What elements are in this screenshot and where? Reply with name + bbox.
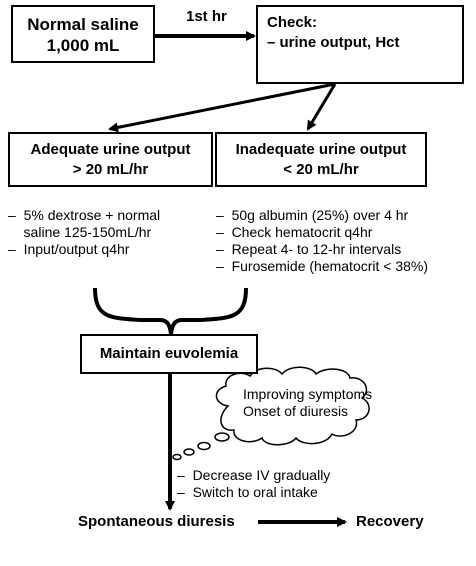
inadequate-treatment-list: – 50g albumin (25%) over 4 hr – Check he… [216, 207, 428, 275]
inadequate-output-box: Inadequate urine output < 20 mL/hr [215, 132, 427, 187]
thought-cloud [172, 366, 370, 461]
adequate-line2: > 20 mL/hr [72, 161, 149, 178]
cloud-line2: Onset of diuresis [243, 403, 349, 419]
recovery-label: Recovery [356, 513, 424, 530]
list-item: – Switch to oral intake [177, 484, 318, 500]
list-item: – Input/output q4hr [8, 241, 130, 257]
merge-brace [93, 287, 248, 335]
list-item: saline 125-150mL/hr [8, 224, 152, 240]
maintain-euvolemia-label: Maintain euvolemia [99, 345, 239, 362]
check-box: Check: – urine output, Hct [256, 5, 464, 84]
check-line1: Check: [267, 14, 318, 31]
adequate-line1: Adequate urine output [30, 141, 191, 158]
taper-list: – Decrease IV gradually – Switch to oral… [177, 467, 330, 501]
first-hour-label: 1st hr [186, 8, 227, 25]
list-item: – 50g albumin (25%) over 4 hr [216, 207, 409, 223]
normal-saline-line1: Normal saline [27, 15, 139, 34]
list-item: – 5% dextrose + normal [8, 207, 161, 223]
list-item: – Decrease IV gradually [177, 467, 331, 483]
arrow-check-to-inadequate [306, 83, 337, 131]
list-item: – Check hematocrit q4hr [216, 224, 373, 240]
inadequate-line2: < 20 mL/hr [283, 161, 359, 178]
list-item: – Repeat 4- to 12-hr intervals [216, 241, 402, 257]
list-item: – Furosemide (hematocrit < 38%) [216, 258, 429, 274]
arrow-check-to-adequate [108, 82, 336, 133]
inadequate-line1: Inadequate urine output [235, 141, 407, 158]
maintain-euvolemia-box: Maintain euvolemia [80, 334, 258, 374]
normal-saline-line2: 1,000 mL [46, 36, 120, 55]
cloud-line1: Improving symptoms [243, 386, 373, 402]
normal-saline-box: Normal saline 1,000 mL [11, 5, 155, 63]
spontaneous-diuresis-label: Spontaneous diuresis [78, 513, 235, 530]
adequate-output-box: Adequate urine output > 20 mL/hr [8, 132, 213, 187]
cloud-text: Improving symptoms Onset of diuresis [243, 386, 372, 420]
check-line2: – urine output, Hct [267, 34, 400, 51]
adequate-treatment-list: – 5% dextrose + normal saline 125-150mL/… [8, 207, 160, 258]
